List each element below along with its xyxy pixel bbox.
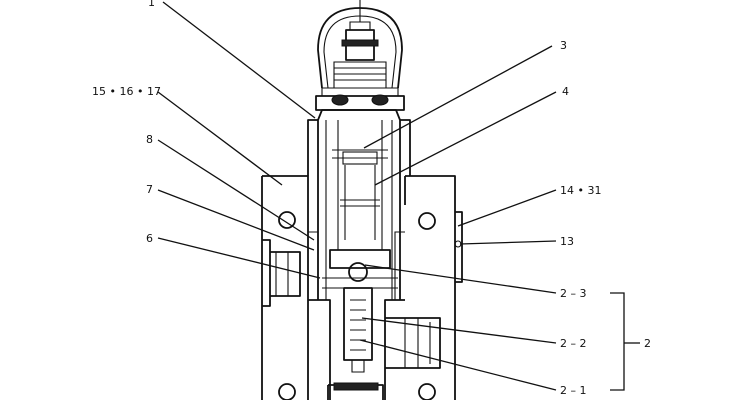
- leader-4: [374, 91, 557, 186]
- bolt-hole-lower-right: [418, 383, 436, 400]
- cartridge-housing: [307, 87, 411, 373]
- leader-6: [157, 237, 321, 279]
- leader-14-31: [457, 189, 557, 227]
- leader-15-16-17: [157, 91, 283, 186]
- label-2-1: 2 – 1: [560, 384, 587, 397]
- adjuster-cap: [317, 0, 403, 89]
- leader-13: [459, 240, 557, 245]
- bolt-hole-upper-left: [278, 211, 296, 229]
- poppet-ball: [348, 262, 368, 282]
- callout-labels: 1 3 4 15 • 16 • 17 8 7 6 14 • 31 13 2 – …: [92, 0, 651, 397]
- leader-lines: [157, 1, 640, 391]
- label-2-2: 2 – 2: [560, 337, 587, 350]
- label-13: 13: [560, 235, 574, 248]
- label-8: 8: [146, 133, 153, 146]
- leader-2-1: [359, 339, 557, 391]
- leader-8: [157, 139, 315, 241]
- valve-body: [261, 175, 463, 400]
- leader-2-2: [361, 317, 557, 344]
- label-2: 2: [644, 337, 651, 350]
- bolt-hole-lower-left: [278, 383, 296, 400]
- label-1: 1: [148, 0, 155, 9]
- label-4: 4: [562, 85, 569, 98]
- leader-7: [157, 189, 315, 251]
- label-7: 7: [146, 183, 153, 196]
- label-15-16-17: 15 • 16 • 17: [92, 85, 161, 98]
- leader-1: [162, 1, 316, 119]
- leader-2-3: [364, 264, 557, 294]
- bolt-hole-upper-right: [418, 212, 436, 230]
- bracket-2: [610, 292, 625, 391]
- leader-3: [363, 45, 553, 149]
- label-2-3: 2 – 3: [560, 287, 587, 300]
- label-6: 6: [146, 232, 153, 245]
- label-3: 3: [560, 39, 567, 52]
- label-14-31: 14 • 31: [560, 184, 601, 197]
